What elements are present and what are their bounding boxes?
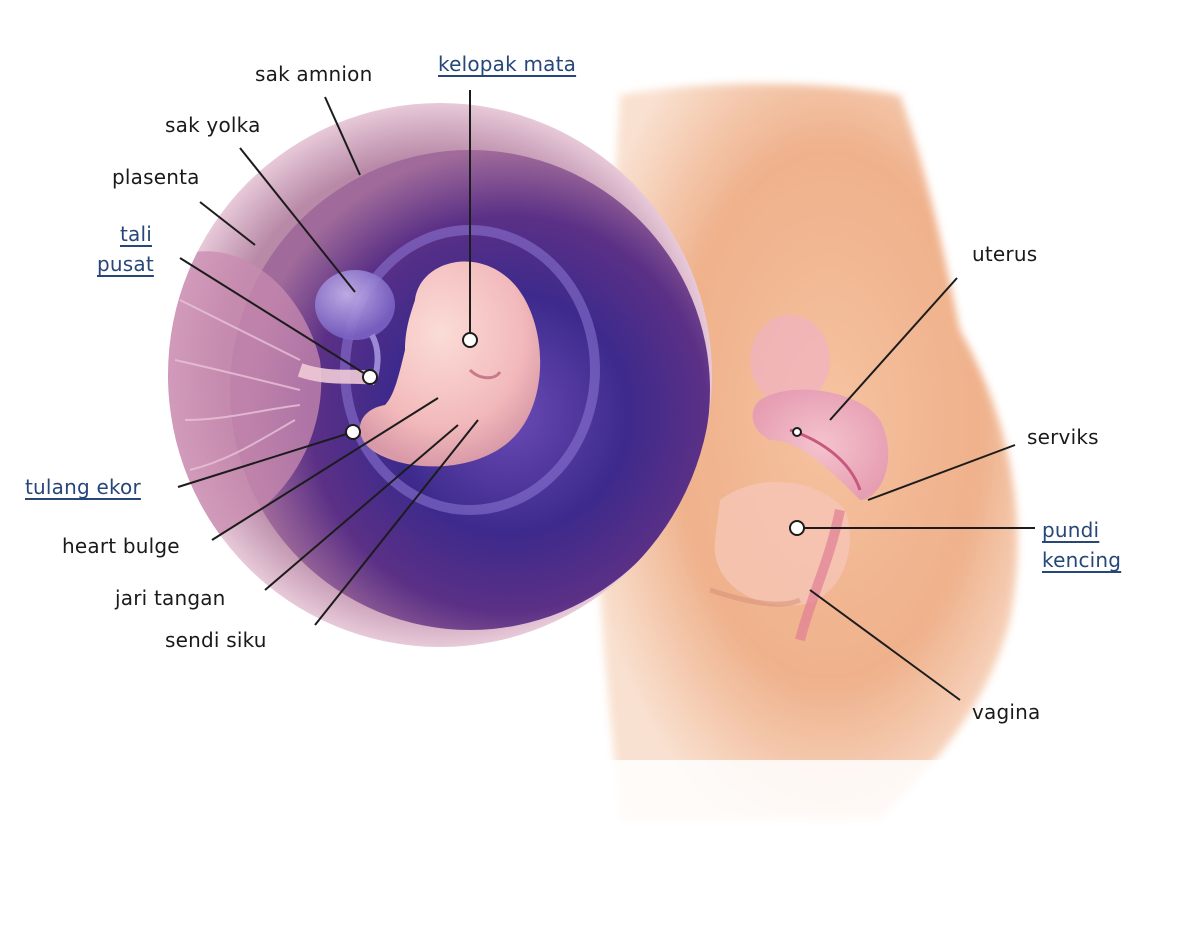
label-sak-yolka: sak yolka <box>165 113 261 137</box>
leader-lines <box>177 90 1035 701</box>
marker-uterus <box>792 427 802 437</box>
leader-line-heart-bulge <box>211 397 439 541</box>
leader-line-uterus <box>829 277 958 421</box>
leader-line-tali-pusat <box>179 257 371 378</box>
leader-line-jari-tangan <box>264 424 459 591</box>
label-serviks: serviks <box>1027 425 1099 449</box>
leader-line-serviks <box>867 444 1016 501</box>
link-pusat[interactable]: pusat <box>97 252 154 276</box>
marker-pundi-kencing <box>789 520 805 536</box>
label-sendi-siku: sendi siku <box>165 628 267 652</box>
leader-line-sak-amnion <box>324 96 361 176</box>
label-uterus: uterus <box>972 242 1038 266</box>
leader-line-vagina <box>809 589 961 701</box>
leader-line-sak-yolka <box>239 147 356 293</box>
marker-dots <box>345 332 805 536</box>
label-heart-bulge: heart bulge <box>62 534 180 558</box>
label-vagina: vagina <box>972 700 1041 724</box>
leader-line-plasenta <box>199 201 256 246</box>
marker-tali-pusat <box>362 369 378 385</box>
link-tulang-ekor[interactable]: tulang ekor <box>25 475 141 499</box>
label-sak-amnion: sak amnion <box>255 62 373 86</box>
link-tali[interactable]: tali <box>120 222 153 246</box>
marker-tulang-ekor <box>345 424 361 440</box>
marker-kelopak-mata <box>462 332 478 348</box>
link-kelopak-mata[interactable]: kelopak mata <box>438 52 577 76</box>
womb-circle <box>168 103 712 647</box>
label-plasenta: plasenta <box>112 165 200 189</box>
link-kencing[interactable]: kencing <box>1042 548 1122 572</box>
pelvic-organs <box>709 315 889 642</box>
leader-line-tulang-ekor <box>177 431 354 488</box>
leader-line-sendi-siku <box>314 419 479 626</box>
label-jari-tangan: jari tangan <box>115 586 226 610</box>
link-pundi[interactable]: pundi <box>1042 518 1100 542</box>
